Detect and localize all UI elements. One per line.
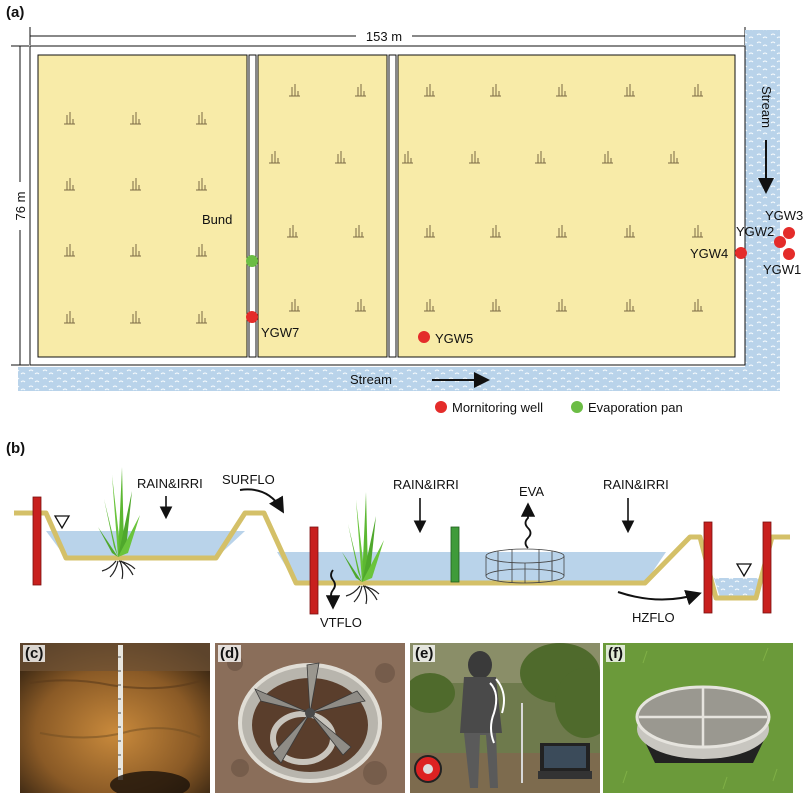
well-pipe-1 bbox=[32, 496, 42, 586]
stream-bottom bbox=[18, 367, 780, 391]
well-ygw1-marker bbox=[783, 248, 795, 260]
eva-arrow bbox=[520, 502, 536, 549]
ground-profile bbox=[14, 510, 790, 601]
legend-pan-marker bbox=[571, 401, 583, 413]
panel-label-e: (e) bbox=[413, 645, 436, 662]
photo-evaporation-device: (d) bbox=[215, 643, 405, 793]
panel-label-c: (c) bbox=[23, 645, 46, 662]
photo-soil-profile: (c) bbox=[20, 643, 210, 793]
water-stream-channel bbox=[714, 578, 760, 598]
water-paddy-right bbox=[277, 552, 666, 583]
stream-right-label: Stream bbox=[759, 86, 774, 128]
panel-label-f: (f) bbox=[606, 645, 625, 662]
rice-plant-left bbox=[97, 466, 141, 580]
legend-well-marker bbox=[435, 401, 447, 413]
well-ygw4-marker bbox=[735, 247, 747, 259]
well-ygw7-marker bbox=[246, 311, 258, 323]
water-table-icon-right bbox=[735, 563, 753, 578]
well-ygw2-marker bbox=[774, 236, 786, 248]
rain-label-left: RAIN&IRRI bbox=[137, 476, 203, 491]
eva-label: EVA bbox=[519, 484, 544, 499]
surflo-label: SURFLO bbox=[222, 472, 275, 487]
dimension-width: 153 m bbox=[29, 27, 746, 45]
well-ygw2-label: YGW2 bbox=[736, 224, 774, 239]
figure-canvas: (a) 153 m 76 m Bund Stream bbox=[6, 4, 803, 630]
height-label: 76 m bbox=[13, 192, 28, 221]
water-table-icon-left bbox=[53, 515, 71, 530]
vtflo-label: VTFLO bbox=[320, 615, 362, 630]
hzflo-label: HZFLO bbox=[632, 610, 675, 625]
paddy-2 bbox=[257, 54, 388, 358]
evaporation-pan-marker bbox=[246, 255, 258, 267]
width-label: 153 m bbox=[366, 29, 402, 44]
rain-label-mid: RAIN&IRRI bbox=[393, 477, 459, 492]
surflo-arrow bbox=[239, 488, 285, 514]
rice-plant-right bbox=[341, 491, 385, 605]
well-pipe-4 bbox=[762, 521, 772, 614]
bund-1 bbox=[248, 54, 257, 358]
well-ygw1-label: YGW1 bbox=[763, 262, 801, 277]
well-ygw7-label: YGW7 bbox=[261, 325, 299, 340]
water-paddy-left bbox=[46, 531, 245, 558]
well-ygw5-label: YGW5 bbox=[435, 331, 473, 346]
bund-label: Bund bbox=[202, 212, 232, 227]
legend-well-label: Mornitoring well bbox=[452, 400, 543, 415]
panel-label-d: (d) bbox=[218, 645, 242, 662]
photo-field-measurement: (e) bbox=[410, 643, 600, 793]
legend: Mornitoring well Evaporation pan bbox=[435, 400, 683, 415]
well-ygw5-marker bbox=[418, 331, 430, 343]
bund-2 bbox=[388, 54, 397, 358]
well-ygw3-label: YGW3 bbox=[765, 208, 803, 223]
photo-evaporation-pan: (f) bbox=[603, 643, 793, 793]
paddy-1 bbox=[37, 54, 248, 358]
stream-bottom-label: Stream bbox=[350, 372, 392, 387]
hzflo-arrow bbox=[617, 589, 702, 606]
panel-label-b: (b) bbox=[6, 440, 25, 457]
rain-label-right: RAIN&IRRI bbox=[603, 477, 669, 492]
legend-pan-label: Evaporation pan bbox=[588, 400, 683, 415]
paddy-3 bbox=[397, 54, 736, 358]
well-pipe-2 bbox=[309, 526, 319, 615]
dimension-height: 76 m bbox=[11, 45, 29, 366]
well-ygw4-label: YGW4 bbox=[690, 246, 728, 261]
stream-right bbox=[745, 30, 780, 385]
vtflo-arrow bbox=[325, 569, 341, 610]
panel-label-a: (a) bbox=[6, 4, 24, 21]
well-pipe-3 bbox=[703, 521, 713, 614]
green-pipe bbox=[450, 526, 460, 583]
evaporation-pan-cage bbox=[485, 548, 565, 584]
well-ygw3-marker bbox=[783, 227, 795, 239]
